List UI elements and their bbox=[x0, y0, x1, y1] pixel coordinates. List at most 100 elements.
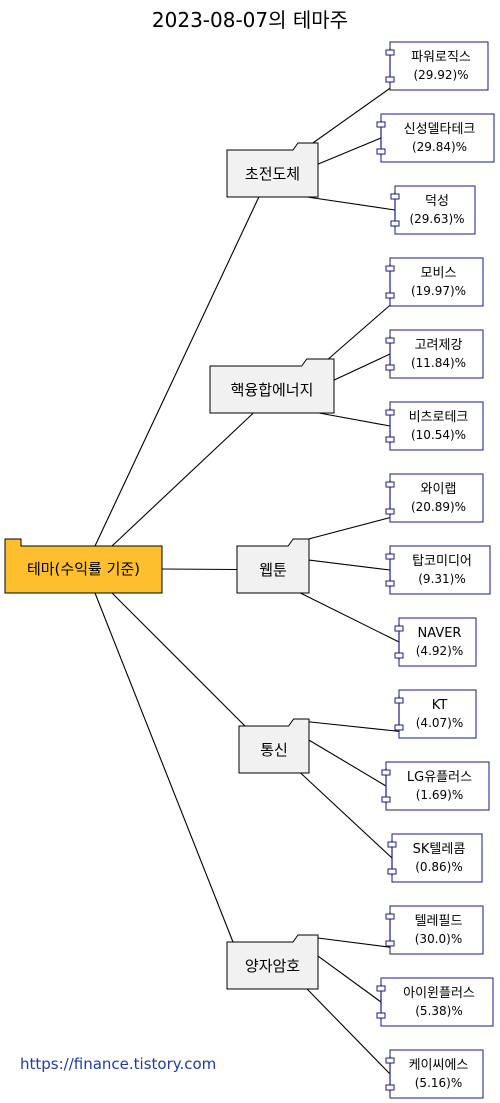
component-port-icon bbox=[385, 436, 395, 443]
theme-edge-0-1 bbox=[317, 137, 382, 165]
stock-box bbox=[398, 617, 477, 667]
stock-name: 덕성 bbox=[425, 194, 449, 209]
stock-box bbox=[380, 113, 495, 163]
stock-return: (29.63)% bbox=[409, 212, 464, 226]
component-port-icon bbox=[385, 337, 395, 344]
component-port-icon bbox=[385, 508, 395, 515]
theme-folder-0 bbox=[226, 142, 319, 198]
component-port-icon bbox=[385, 76, 395, 83]
theme-edge-2-0 bbox=[300, 515, 397, 542]
theme-edge-1-1 bbox=[333, 353, 391, 381]
stock-box bbox=[389, 473, 484, 523]
stock-name: KT bbox=[432, 698, 448, 713]
theme-label: 웹툰 bbox=[259, 561, 287, 579]
root-edge-0 bbox=[94, 196, 260, 547]
component-port-icon bbox=[387, 841, 397, 848]
root-label: 테마(수익률 기준) bbox=[27, 560, 140, 578]
stock-name: 비츠로테크 bbox=[409, 410, 469, 425]
theme-label: 초전도체 bbox=[245, 165, 300, 183]
theme-edge-2-2 bbox=[300, 592, 400, 643]
theme-edge-3-1 bbox=[308, 739, 387, 787]
component-port-icon bbox=[385, 580, 395, 587]
component-port-icon bbox=[385, 292, 395, 299]
stock-return: (10.54)% bbox=[411, 428, 466, 442]
component-port-icon bbox=[385, 940, 395, 947]
theme-edge-3-2 bbox=[300, 772, 393, 859]
stock-name: 텔레필드 bbox=[415, 914, 463, 929]
component-port-icon bbox=[385, 1057, 395, 1064]
component-port-icon bbox=[394, 724, 404, 731]
stock-return: (9.31)% bbox=[418, 572, 465, 586]
theme-edge-4-0 bbox=[309, 936, 397, 949]
stock-box bbox=[398, 689, 477, 739]
component-port-icon bbox=[385, 1084, 395, 1091]
component-port-icon bbox=[394, 625, 404, 632]
stock-box bbox=[389, 1049, 484, 1099]
theme-edge-2-1 bbox=[308, 559, 391, 571]
stock-name: NAVER bbox=[418, 626, 462, 641]
stock-return: (29.84)% bbox=[412, 140, 467, 154]
stock-name: SK텔레콤 bbox=[413, 842, 466, 857]
stock-name: 탑코미디어 bbox=[412, 554, 472, 569]
theme-folder-4 bbox=[226, 934, 319, 990]
theme-label: 양자암호 bbox=[245, 957, 300, 975]
theme-edge-4-2 bbox=[306, 988, 391, 1075]
stock-return: (0.86)% bbox=[415, 860, 462, 874]
theme-folder-3 bbox=[238, 718, 310, 774]
stock-return: (4.07)% bbox=[416, 716, 463, 730]
stock-box bbox=[389, 401, 484, 451]
stock-box bbox=[389, 257, 484, 307]
theme-label: 핵융합에너지 bbox=[231, 381, 314, 399]
theme-edge-4-1 bbox=[317, 955, 382, 1003]
component-port-icon bbox=[385, 364, 395, 371]
component-port-icon bbox=[376, 1012, 386, 1019]
component-port-icon bbox=[381, 796, 391, 803]
stock-box bbox=[389, 41, 489, 91]
edges bbox=[94, 83, 406, 1075]
stock-return: (30.0)% bbox=[415, 932, 462, 946]
stock-return: (5.16)% bbox=[415, 1076, 462, 1090]
theme-folder-1 bbox=[209, 358, 335, 414]
stock-name: 아이윈플러스 bbox=[403, 986, 475, 1001]
component-port-icon bbox=[385, 553, 395, 560]
component-port-icon bbox=[385, 265, 395, 272]
theme-edge-3-0 bbox=[300, 720, 406, 733]
component-port-icon bbox=[385, 409, 395, 416]
component-port-icon bbox=[390, 220, 400, 227]
component-port-icon bbox=[376, 148, 386, 155]
root-edge-4 bbox=[94, 592, 234, 943]
stock-box bbox=[391, 833, 483, 883]
component-port-icon bbox=[376, 985, 386, 992]
root-edge-1 bbox=[111, 412, 254, 547]
stock-return: (5.38)% bbox=[415, 1004, 462, 1018]
stock-box bbox=[389, 545, 491, 595]
stock-name: 와이랩 bbox=[421, 482, 457, 497]
stock-box bbox=[380, 977, 494, 1027]
stock-name: 고려제강 bbox=[415, 338, 463, 353]
stock-return: (29.92)% bbox=[413, 68, 468, 82]
component-port-icon bbox=[394, 697, 404, 704]
stock-return: (4.92)% bbox=[416, 644, 463, 658]
stock-return: (11.84)% bbox=[411, 356, 466, 370]
stock-return: (1.69)% bbox=[416, 788, 463, 802]
stock-box bbox=[389, 329, 484, 379]
component-port-icon bbox=[390, 193, 400, 200]
component-port-icon bbox=[385, 481, 395, 488]
stock-name: 신성델타테크 bbox=[404, 122, 476, 137]
stock-name: 모비스 bbox=[421, 266, 457, 281]
stock-name: 파워로직스 bbox=[411, 50, 471, 65]
stock-name: LG유플러스 bbox=[407, 770, 472, 785]
stock-box bbox=[394, 185, 476, 235]
page-title: 2023-08-07의 테마주 bbox=[152, 8, 348, 32]
theme-label: 통신 bbox=[260, 741, 288, 759]
component-port-icon bbox=[387, 868, 397, 875]
theme-edge-1-0 bbox=[325, 299, 397, 362]
root-edge-2 bbox=[161, 568, 238, 571]
footer-url[interactable]: https://finance.tistory.com bbox=[20, 1055, 216, 1073]
stock-return: (20.89)% bbox=[411, 500, 466, 514]
component-port-icon bbox=[385, 913, 395, 920]
component-port-icon bbox=[381, 769, 391, 776]
stock-return: (19.97)% bbox=[411, 284, 466, 298]
component-port-icon bbox=[394, 652, 404, 659]
